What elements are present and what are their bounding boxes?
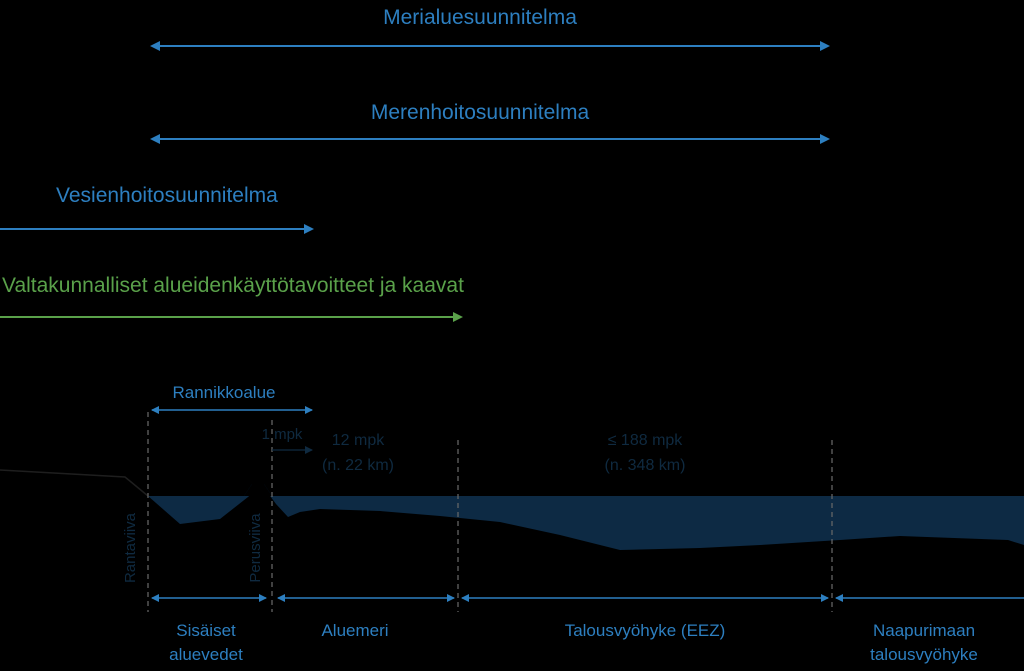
land-profile-line [0, 469, 149, 497]
rantaviiva-label: Rantaviiva [122, 512, 139, 583]
aluevedet-label: aluevedet [169, 645, 243, 664]
island [244, 484, 272, 496]
naapurimaan-label: Naapurimaan [873, 621, 975, 640]
sea-area [148, 484, 1024, 550]
talousvyohyke-neighbour-label: talousvyöhyke [870, 645, 978, 664]
aluemeri-label: Aluemeri [321, 621, 388, 640]
vesienhoitosuunnitelma-label: Vesienhoitosuunnitelma [56, 184, 278, 207]
eez-nm-label: ≤ 188 mpk [608, 432, 684, 449]
talousvyohyke-label: Talousvyöhyke (EEZ) [565, 621, 726, 640]
eez-km-label: (n. 348 km) [605, 457, 686, 474]
territorial-km-label: (n. 22 km) [322, 457, 394, 474]
alueidenkayttotavoitteet-label: Valtakunnalliset alueidenkäyttötavoittee… [2, 274, 464, 297]
merenhoitosuunnitelma-label: Merenhoitosuunnitelma [371, 101, 590, 124]
territorial-nm-label: 12 mpk [332, 432, 385, 449]
perusviiva-label: Perusviiva [247, 513, 264, 583]
merialuesuunnitelma-label: Merialuesuunnitelma [383, 6, 577, 29]
sisaiset-label: Sisäiset [176, 621, 236, 640]
rannikkoalue-label: Rannikkoalue [172, 383, 275, 402]
one-nm-label: 1 mpk [262, 426, 303, 443]
land-surface [0, 470, 1024, 496]
